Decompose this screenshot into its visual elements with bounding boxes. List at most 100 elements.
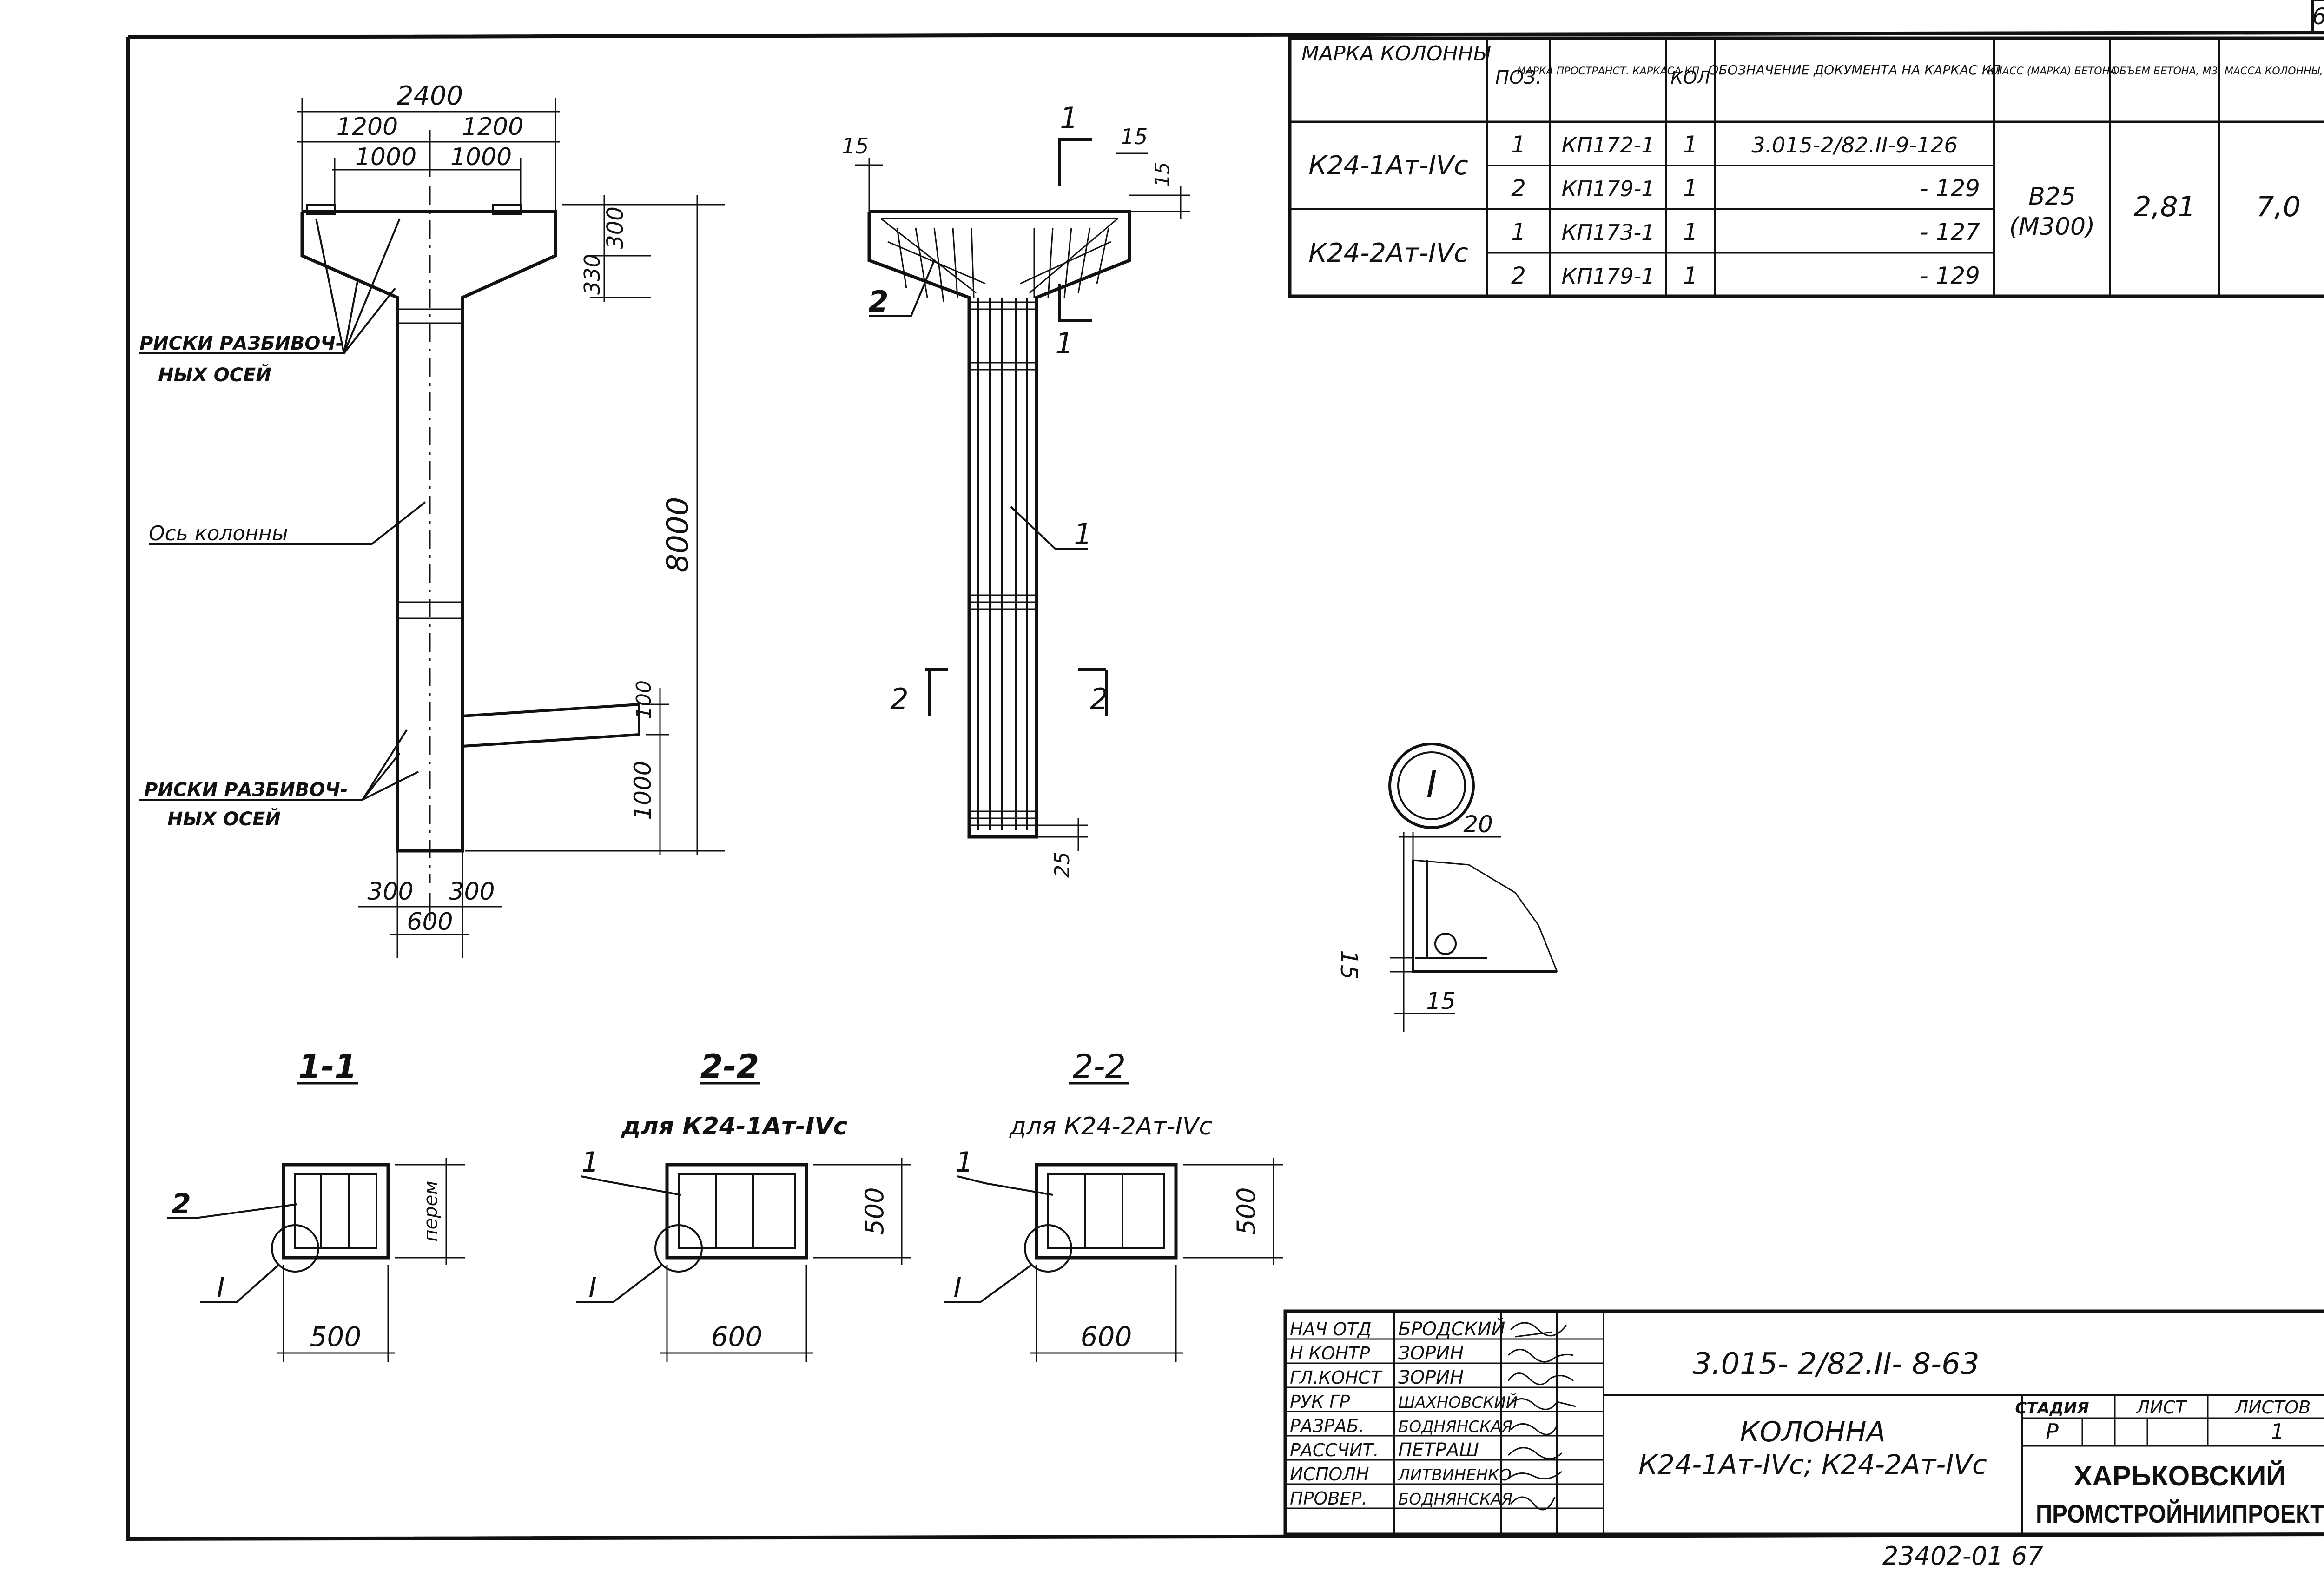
row3-kp: КП173-1 bbox=[1562, 220, 1655, 245]
organization-line-2: ПРОМСТРОЙНИИПРОЕКТ bbox=[2036, 1499, 2324, 1528]
dim-600: 600 bbox=[407, 908, 453, 936]
bottom-archive-number: 23402-01 67 bbox=[1882, 1541, 2043, 1571]
dim-300-top: 300 bbox=[602, 206, 628, 249]
section-2-2-a bbox=[576, 1082, 911, 1362]
section-2a-pos: 1 bbox=[581, 1146, 599, 1179]
dim-8000: 8000 bbox=[661, 497, 695, 573]
header-kp-mark: МАРКА ПРОСТРАНСТ. КАРКАСА КП bbox=[1517, 66, 1700, 77]
reinforcement-view bbox=[855, 138, 1190, 851]
section-1-title: 1-1 bbox=[298, 1048, 357, 1086]
dim-1200-left: 1200 bbox=[337, 113, 398, 141]
header-class: КЛАСС (МАРКА) БЕТОНА bbox=[1987, 66, 2117, 77]
position-1-label: 1 bbox=[1074, 517, 1092, 551]
drawing-title-1: КОЛОННА bbox=[1740, 1416, 1885, 1448]
spec-table bbox=[1288, 36, 2324, 298]
section-2b-node: I bbox=[953, 1272, 962, 1304]
section-1-1 bbox=[167, 1082, 465, 1362]
rebar-dim-15-b: 15 bbox=[1121, 124, 1148, 149]
name-1: ЗОРИН bbox=[1398, 1343, 1464, 1364]
section-2-left: 2 bbox=[890, 682, 908, 716]
role-4: РАЗРАБ. bbox=[1290, 1416, 1364, 1436]
row3-qty: 1 bbox=[1683, 219, 1698, 245]
section-2a-height: 500 bbox=[860, 1187, 889, 1235]
section-2b-width: 600 bbox=[1081, 1321, 1132, 1353]
role-0: НАЧ ОТД bbox=[1290, 1319, 1372, 1339]
sheet-header: ЛИСТ bbox=[2136, 1397, 2188, 1418]
section-2b-height: 500 bbox=[1232, 1187, 1261, 1235]
row1-kp: КП172-1 bbox=[1562, 133, 1655, 158]
title-block-roles: НАЧ ОТД Н КОНТР ГЛ.КОНСТ РУК ГР РАЗРАБ. … bbox=[1290, 1319, 1383, 1509]
label-marks-top-1: РИСКИ РАЗБИВОЧ- bbox=[139, 333, 343, 354]
dim-300-bottom-right: 300 bbox=[449, 878, 495, 906]
drawing-title-2: К24-1Ат-IVс; К24-2Ат-IVс bbox=[1638, 1449, 1987, 1480]
dim-1200-right: 1200 bbox=[462, 113, 523, 141]
row1-qty: 1 bbox=[1683, 131, 1698, 158]
header-qty: КОЛ bbox=[1670, 67, 1710, 88]
stage-value: Р bbox=[2046, 1419, 2059, 1444]
label-marks-bottom-1: РИСКИ РАЗБИВОЧ- bbox=[144, 779, 348, 801]
role-1: Н КОНТР bbox=[1290, 1343, 1370, 1364]
reinforcement-labels: 15 15 15 1 1 2 1 2 2 25 bbox=[842, 101, 1174, 878]
column-elevation bbox=[139, 98, 725, 958]
position-2-label: 2 bbox=[868, 285, 888, 318]
sheet-number: 66 bbox=[2312, 4, 2324, 30]
section-1-width: 500 bbox=[310, 1321, 362, 1353]
node-dim-15-side: 15 bbox=[1335, 950, 1362, 980]
sheet-value: 1 bbox=[2271, 1419, 2284, 1444]
dim-1000-right: 1000 bbox=[450, 143, 512, 171]
dim-300-bottom-left: 300 bbox=[367, 878, 413, 906]
spec-table-rows: К24-1Ат-IVс К24-2Ат-IVс 1 КП172-1 1 3.01… bbox=[1308, 131, 2301, 289]
row1-pos: 1 bbox=[1511, 131, 1526, 158]
column-mass: 7,0 bbox=[2256, 191, 2300, 223]
node-dim-15-bottom: 15 bbox=[1426, 988, 1456, 1014]
organization-line-1: ХАРЬКОВСКИЙ bbox=[2073, 1460, 2286, 1492]
role-6: ИСПОЛН bbox=[1290, 1464, 1369, 1485]
dim-100: 100 bbox=[632, 680, 656, 719]
section-2-2-b bbox=[944, 1082, 1283, 1362]
header-mass: МАССА КОЛОННЫ, Т bbox=[2225, 66, 2324, 77]
section-1-node: I bbox=[217, 1272, 225, 1304]
dim-330: 330 bbox=[580, 254, 605, 295]
row3-pos: 1 bbox=[1511, 219, 1526, 245]
name-0: БРОДСКИЙ bbox=[1398, 1318, 1505, 1340]
section-2a-subtitle: для К24-1Ат-IVс bbox=[621, 1113, 848, 1140]
section-2a-node: I bbox=[588, 1272, 597, 1304]
elevation-labels: РИСКИ РАЗБИВОЧ- НЫХ ОСЕЙ Ось колонны РИС… bbox=[139, 333, 348, 830]
section-1-height: перем bbox=[420, 1181, 442, 1242]
header-column-mark: МАРКА КОЛОННЫ bbox=[1301, 42, 1491, 66]
rebar-dim-15-c: 15 bbox=[1151, 162, 1174, 186]
concrete-volume: 2,81 bbox=[2133, 191, 2196, 223]
node-detail bbox=[1388, 743, 1558, 1032]
rebar-dim-25: 25 bbox=[1050, 852, 1074, 878]
row2-pos: 2 bbox=[1511, 175, 1526, 202]
header-pos: ПОЗ. bbox=[1495, 67, 1542, 88]
section-labels: 1-1 2 I 500 перем 2-2 для К24-1Ат-IVс 1 … bbox=[172, 1048, 1261, 1353]
row2-doc: - 129 bbox=[1920, 175, 1980, 202]
label-column-axis: Ось колонны bbox=[149, 522, 288, 545]
document-code: 3.015- 2/82.II- 8-63 bbox=[1692, 1347, 1979, 1381]
header-doc: ОБОЗНАЧЕНИЕ ДОКУМЕНТА НА КАРКАС КП bbox=[1708, 62, 2000, 78]
concrete-mark: (М300) bbox=[2009, 213, 2095, 241]
section-1-top: 1 bbox=[1060, 101, 1078, 135]
row4-kp: КП179-1 bbox=[1562, 264, 1655, 289]
concrete-class: В25 bbox=[2028, 183, 2076, 211]
dim-2400: 2400 bbox=[397, 81, 463, 111]
rebar-dim-15-a: 15 bbox=[842, 133, 869, 159]
row-column-1: К24-1Ат-IVс bbox=[1308, 151, 1468, 181]
role-2: ГЛ.КОНСТ bbox=[1290, 1367, 1383, 1388]
section-1-bottom: 1 bbox=[1055, 326, 1073, 360]
row-column-2: К24-2Ат-IVс bbox=[1308, 238, 1468, 268]
title-block-text: 3.015- 2/82.II- 8-63 КОЛОННА К24-1Ат-IVс… bbox=[1638, 1347, 2324, 1528]
row1-doc: 3.015-2/82.II-9-126 bbox=[1751, 133, 1958, 158]
header-volume: ОБЪЕМ БЕТОНА, М3 bbox=[2112, 66, 2218, 77]
section-2a-title: 2-2 bbox=[700, 1048, 759, 1086]
role-3: РУК ГР bbox=[1290, 1392, 1350, 1412]
row2-qty: 1 bbox=[1683, 175, 1698, 202]
name-6: ЛИТВИНЕНКО bbox=[1397, 1466, 1512, 1485]
stage-header: СТАДИЯ bbox=[2015, 1399, 2089, 1418]
title-block bbox=[1283, 1309, 2324, 1536]
row4-qty: 1 bbox=[1683, 262, 1698, 289]
section-2a-width: 600 bbox=[711, 1321, 763, 1353]
